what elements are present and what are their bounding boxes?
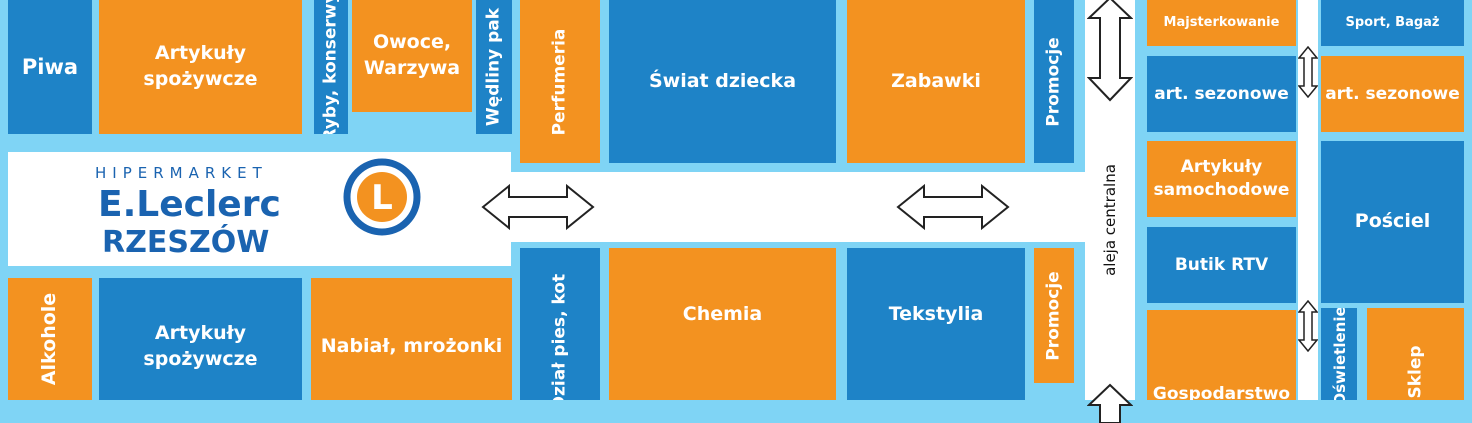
vertical-arrow-side-bottom-icon (1298, 300, 1318, 352)
dept-label: Artykuły spożywcze (143, 42, 258, 90)
aisle-label-text: aleja centralna (1101, 164, 1119, 276)
dept-label: Sport, Bagaż (1345, 15, 1440, 31)
logo-header-text: HIPERMARKET (95, 164, 268, 182)
dept-label: Oświetlenie (1331, 308, 1350, 400)
dept-label: Tekstylia (888, 303, 984, 326)
dept-dzial-pies-kot[interactable]: Dział pies, kot (520, 248, 600, 400)
dept-label: Promocje (1043, 36, 1064, 127)
dept-label: art. sezonowe (1154, 83, 1289, 104)
vertical-arrow-central-top-icon (1087, 0, 1133, 102)
dept-label: Artykuły samochodowe (1153, 157, 1290, 200)
dept-gospodarstwo[interactable]: Gospodarstwo (1147, 310, 1296, 400)
svg-text:L: L (371, 178, 393, 218)
horizontal-arrow-right-icon (896, 183, 1010, 231)
dept-owoce-warzywa[interactable]: Owoce, Warzywa (352, 0, 472, 112)
dept-art-sezonowe-2[interactable]: art. sezonowe (1321, 56, 1464, 132)
dept-swiat-dziecka[interactable]: Świat dziecka (609, 0, 836, 163)
dept-majsterkowanie[interactable]: Majsterkowanie (1147, 0, 1296, 46)
dept-sklep[interactable]: Sklep (1367, 308, 1464, 400)
dept-label: Butik RTV (1174, 254, 1269, 275)
dept-piwa[interactable]: Piwa (8, 0, 92, 134)
dept-label: Dział pies, kot (549, 274, 570, 400)
dept-label: Majsterkowanie (1163, 15, 1280, 31)
dept-label: Artykuły spożywcze (143, 322, 258, 370)
dept-label: Wędliny pak (483, 7, 504, 127)
dept-label: Piwa (21, 54, 79, 79)
horizontal-arrow-left-icon (481, 183, 595, 231)
dept-label: Świat dziecka (648, 69, 797, 92)
dept-label: Promocje (1043, 270, 1064, 361)
dept-perfumeria[interactable]: Perfumeria (520, 0, 600, 163)
dept-artykuly-samochodowe[interactable]: Artykuły samochodowe (1147, 141, 1296, 217)
dept-label: Owoce, Warzywa (363, 31, 461, 79)
vertical-arrow-side-top-icon (1298, 46, 1318, 98)
dept-label: Ryby, konserwy (320, 0, 341, 134)
side-aisle (1298, 0, 1318, 400)
store-logo: HIPERMARKET E.Leclerc RZESZÓW L (8, 152, 511, 266)
dept-label: Chemia (682, 303, 763, 326)
dept-sport-bagaz[interactable]: Sport, Bagaż (1321, 0, 1464, 46)
leclerc-l-icon: L (343, 158, 421, 236)
dept-butik-rtv[interactable]: Butik RTV (1147, 227, 1296, 303)
dept-art-sezonowe-1[interactable]: art. sezonowe (1147, 56, 1296, 132)
dept-label: Gospodarstwo (1152, 384, 1291, 400)
dept-posciel[interactable]: Pościel (1321, 141, 1464, 303)
dept-oswietlenie[interactable]: Oświetlenie (1321, 308, 1357, 400)
dept-label: Pościel (1354, 210, 1431, 233)
dept-wedliny[interactable]: Wędliny pak (476, 0, 512, 134)
dept-ryby-konserwy[interactable]: Ryby, konserwy (314, 0, 348, 134)
dept-label: Nabiał, mrożonki (320, 335, 503, 358)
dept-label: Sklep (1405, 345, 1426, 399)
dept-artykuly-spozywcze-top[interactable]: Artykuły spożywcze (99, 0, 302, 134)
dept-label: art. sezonowe (1325, 83, 1460, 104)
vertical-arrow-central-bottom-icon (1087, 383, 1133, 423)
dept-zabawki[interactable]: Zabawki (847, 0, 1025, 163)
logo-city-text: RZESZÓW (102, 223, 269, 260)
dept-label: Alkohole (38, 292, 61, 386)
dept-label: Perfumeria (549, 28, 570, 135)
dept-chemia[interactable]: Chemia (609, 248, 836, 400)
logo-brand-text: E.Leclerc (98, 184, 281, 225)
central-aisle-label: aleja centralna (1085, 150, 1135, 290)
dept-promocje-bottom[interactable]: Promocje (1034, 248, 1074, 383)
dept-alkohole[interactable]: Alkohole (8, 278, 92, 400)
dept-artykuly-spozywcze-bottom[interactable]: Artykuły spożywcze (99, 278, 302, 400)
dept-nabial-mrozonki[interactable]: Nabiał, mrożonki (311, 278, 512, 400)
dept-label: Zabawki (891, 69, 981, 92)
dept-promocje-top[interactable]: Promocje (1034, 0, 1074, 163)
dept-tekstylia[interactable]: Tekstylia (847, 248, 1025, 400)
